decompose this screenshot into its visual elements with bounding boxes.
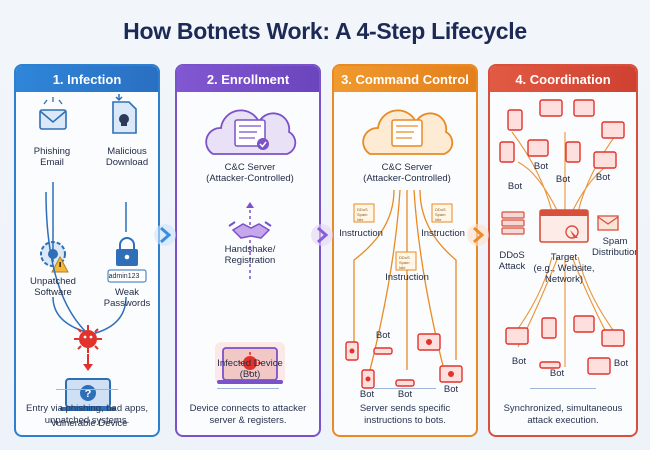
infected-laptop-icon xyxy=(215,342,285,384)
label-bot: Bot xyxy=(359,389,375,400)
lock-icon xyxy=(107,237,147,283)
note-line: Spam xyxy=(435,212,446,217)
panel-infection: 1. Infection xyxy=(14,64,160,437)
label-bot: Bot xyxy=(375,330,391,341)
chevron-right-icon xyxy=(311,224,333,246)
label-cc-server: C&C Server (Attacker-Controlled) xyxy=(206,162,294,184)
panel-footer: Device connects to attacker server & reg… xyxy=(189,403,307,426)
label-cc-server: C&C Server (Attacker-Controlled) xyxy=(363,162,451,184)
note-line: DDoS xyxy=(435,207,446,212)
note-line: Idle xyxy=(399,265,406,270)
note-line: Spam xyxy=(357,212,368,217)
malicious-file-icon xyxy=(112,94,137,134)
label-bot: Bot xyxy=(511,356,527,367)
cloud-server-icon xyxy=(362,109,454,155)
label-bot: Bot xyxy=(595,172,611,183)
label-unpatched-software: Unpatched Software xyxy=(30,276,76,298)
note-line: DDoS xyxy=(357,207,368,212)
note-line: Idle xyxy=(435,217,442,222)
label-instruction: Instruction xyxy=(385,272,429,283)
virus-icon xyxy=(74,325,102,371)
instruction-note-icons xyxy=(353,203,453,271)
note-line: Idle xyxy=(357,217,364,222)
page-title: How Botnets Work: A 4-Step Lifecycle xyxy=(123,18,527,44)
panel-coordination: 4. Coordination xyxy=(488,64,638,437)
label-handshake: Handshake/ Registration xyxy=(224,244,276,266)
label-infected-device: Infected Device (Bot) xyxy=(217,358,283,380)
svg-text:?: ? xyxy=(85,388,92,400)
label-vulnerable-device: Vulnerable Device xyxy=(50,418,128,429)
panel-enrollment: 2. Enrollment C&C Server (Att xyxy=(175,64,321,437)
bot-devices xyxy=(499,99,625,375)
label-bot: Bot xyxy=(555,174,571,185)
note-line: Spam xyxy=(399,260,410,265)
label-instruction: Instruction xyxy=(421,228,465,239)
cloud-server-icon xyxy=(205,109,297,155)
label-ddos-attack: DDoS Attack xyxy=(498,250,526,272)
label-instruction: Instruction xyxy=(339,228,383,239)
panel-heading: 4. Coordination xyxy=(490,66,636,92)
label-phishing-email: Phishing Email xyxy=(33,146,71,168)
label-bot: Bot xyxy=(549,368,565,379)
infection-diagram: ? xyxy=(39,94,147,411)
chevron-right-icon xyxy=(154,224,176,246)
label-target: Target (e.g., Website, Network) xyxy=(533,252,595,285)
panel-heading: 1. Infection xyxy=(16,66,158,92)
label-bot: Bot xyxy=(613,358,629,369)
coordination-diagram xyxy=(499,99,625,375)
label-spam-distribution: Spam Distribution xyxy=(592,236,638,258)
command-diagram: DDoS Spam Idle DDoS Spam Idle DDoS Spam … xyxy=(345,109,463,389)
enrollment-diagram xyxy=(205,109,297,384)
note-line: DDoS xyxy=(399,255,410,260)
panel-heading: 3. Command Control xyxy=(334,66,476,92)
divider xyxy=(374,388,436,389)
label-bot: Bot xyxy=(507,181,523,192)
divider xyxy=(56,389,118,390)
password-text: admin123 xyxy=(108,273,140,280)
divider xyxy=(530,388,596,389)
label-bot: Bot xyxy=(443,384,459,395)
server-stack-icon xyxy=(501,211,525,235)
divider xyxy=(217,388,279,389)
label-bot: Bot xyxy=(533,161,549,172)
envelope-icon xyxy=(597,215,619,231)
chevron-right-icon xyxy=(467,224,489,246)
panel-footer: Entry via phishing, bad apps, unpatched … xyxy=(26,403,148,426)
envelope-icon xyxy=(39,97,67,130)
panel-footer: Synchronized, simultaneous attack execut… xyxy=(503,403,623,426)
label-malicious-download: Malicious Download xyxy=(105,146,149,168)
panel-heading: 2. Enrollment xyxy=(177,66,319,92)
label-bot: Bot xyxy=(397,389,413,400)
label-weak-passwords: Weak Passwords xyxy=(103,287,151,309)
panel-footer: Server sends specific instructions to bo… xyxy=(359,403,451,426)
gear-warning-icon xyxy=(40,241,69,273)
bot-devices xyxy=(345,333,463,389)
target-icon xyxy=(539,209,589,243)
handshake-icon xyxy=(228,221,272,239)
panel-command-control: 3. Command Control DDoS Spam Idle DDoS S… xyxy=(332,64,478,437)
